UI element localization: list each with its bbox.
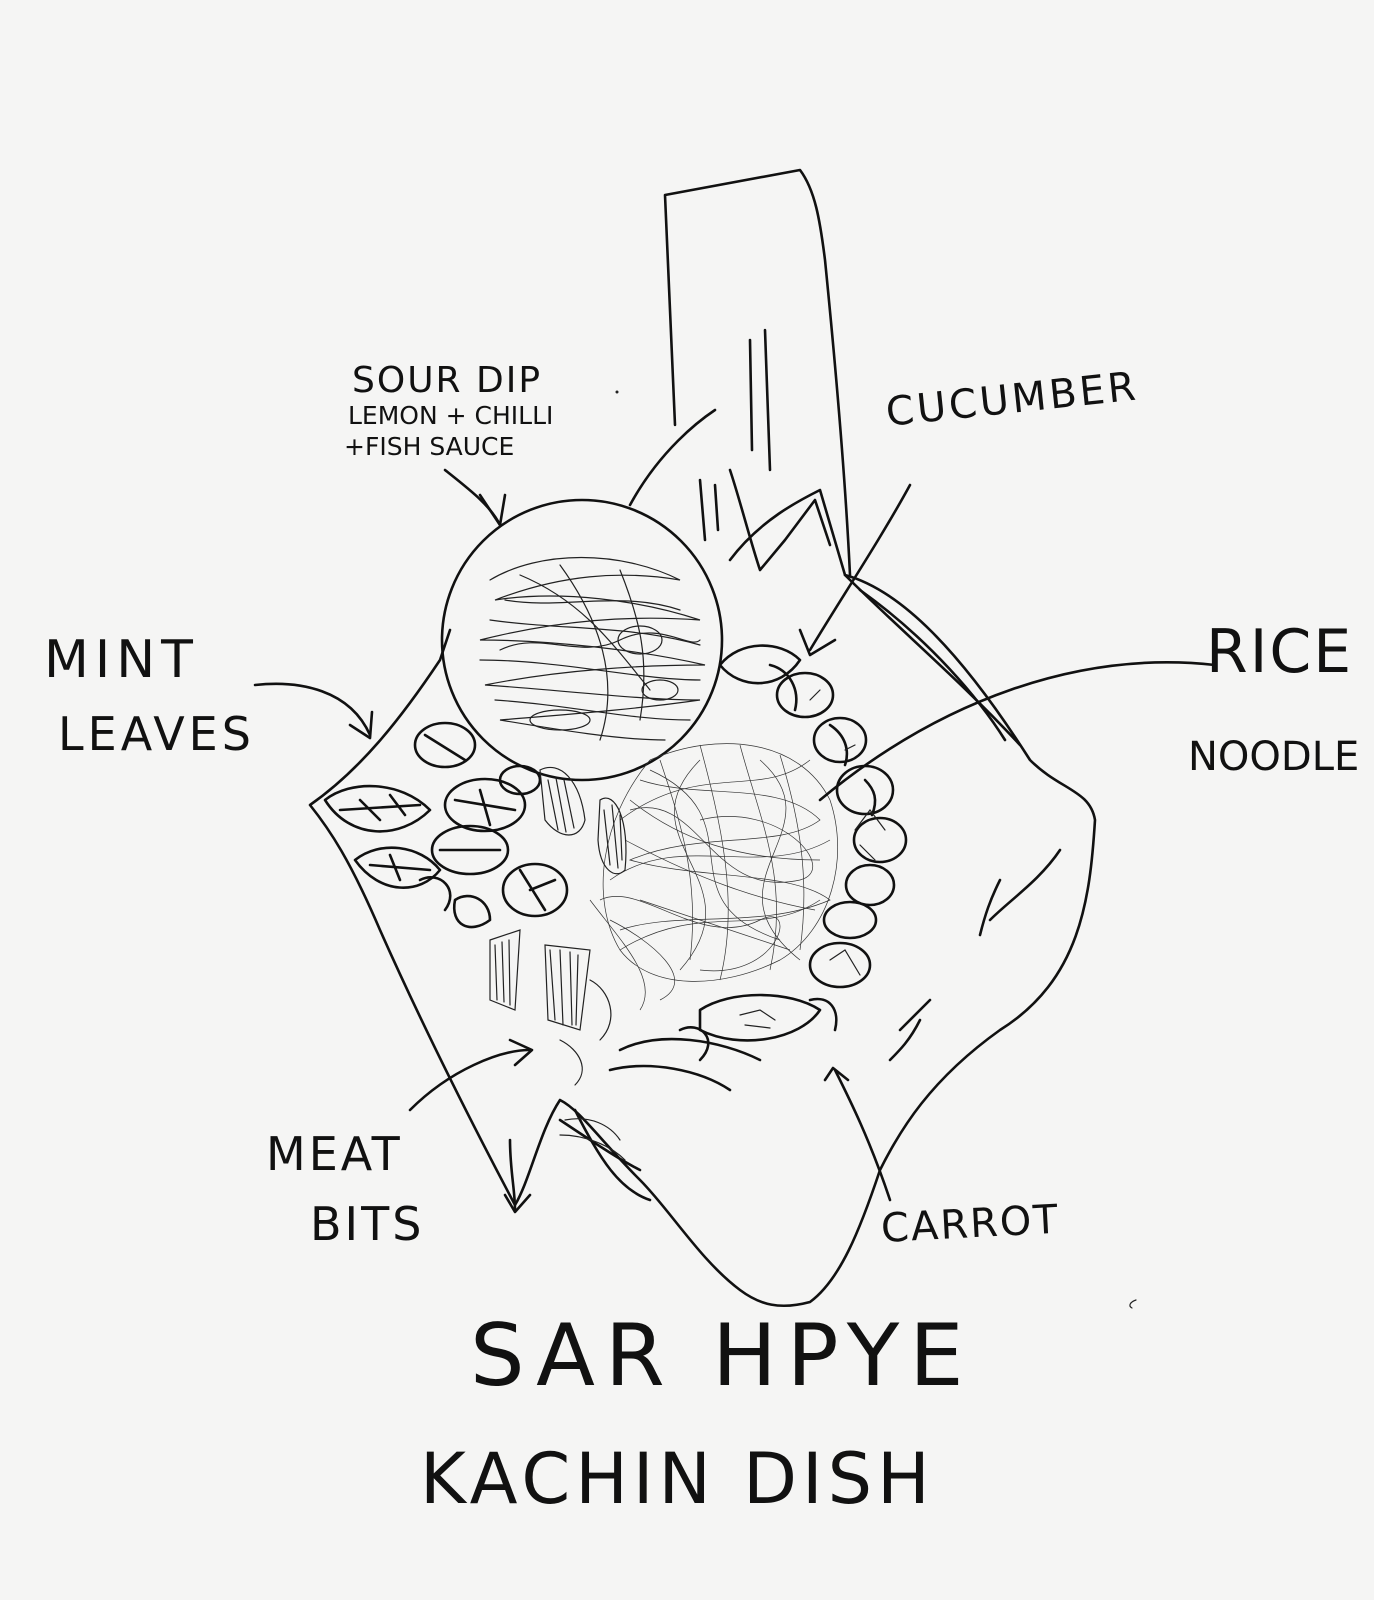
cucumber-slices: [718, 644, 908, 989]
label-sour-dip-detail-2: +FISH SAUCE: [344, 432, 515, 461]
sour-dip-bowl: [440, 498, 724, 782]
spoon: [663, 168, 852, 577]
label-meat: MEAT: [266, 1127, 403, 1181]
label-bits: BITS: [310, 1197, 425, 1251]
label-noodle: NOODLE: [1188, 734, 1360, 780]
label-mint: MINT: [44, 630, 199, 690]
meat-bits: [489, 766, 627, 1161]
dish-title: SAR HPYE: [470, 1306, 974, 1406]
label-leaves: LEAVES: [58, 707, 255, 761]
dish-subtitle: KACHIN DISH: [420, 1438, 935, 1520]
label-rice: RICE: [1206, 617, 1354, 687]
label-sour-dip-detail-1: LEMON + CHILLI: [348, 401, 554, 430]
leaf-wrapper: [308, 408, 1097, 1308]
rice-noodle-tangle: [589, 743, 838, 1011]
mint-leaves: [323, 721, 569, 929]
carrot-strips: [608, 993, 838, 1092]
leader-arrows: [253, 468, 1217, 1214]
label-carrot: CARROT: [879, 1196, 1061, 1252]
sour-dip-scribble: [479, 557, 706, 741]
label-sour-dip: SOUR DIP: [352, 360, 543, 401]
